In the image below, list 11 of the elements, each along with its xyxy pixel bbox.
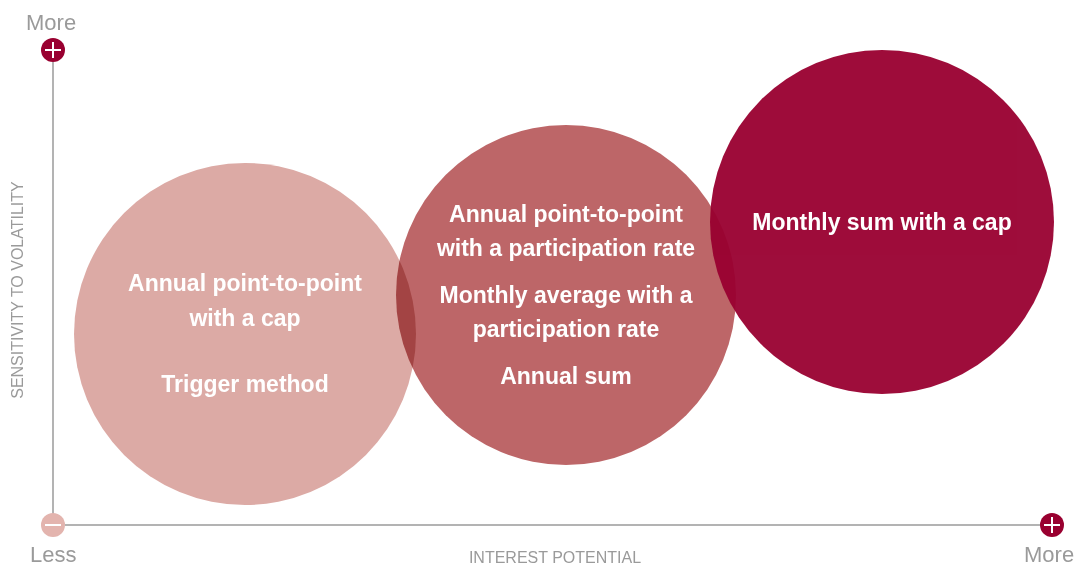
- axis-label: More: [1024, 541, 1075, 567]
- axis-label: More: [26, 9, 77, 37]
- axis-label: INTEREST POTENTIAL: [467, 548, 643, 567]
- circle-text: Trigger method: [161, 370, 329, 400]
- circle-text: Monthly sum with a cap: [752, 207, 1012, 237]
- axis-label: SENSITIVITY TO VOLATILITY: [8, 180, 27, 400]
- circle-text: Annual point-to-point with a participation rate: [436, 199, 696, 264]
- circle-text: Monthly average with a participation rate: [438, 280, 694, 345]
- axis-label: Less: [30, 541, 77, 567]
- circle-text: Annual sum: [500, 361, 632, 391]
- circle-text: Annual point-to-point with a cap: [127, 269, 363, 333]
